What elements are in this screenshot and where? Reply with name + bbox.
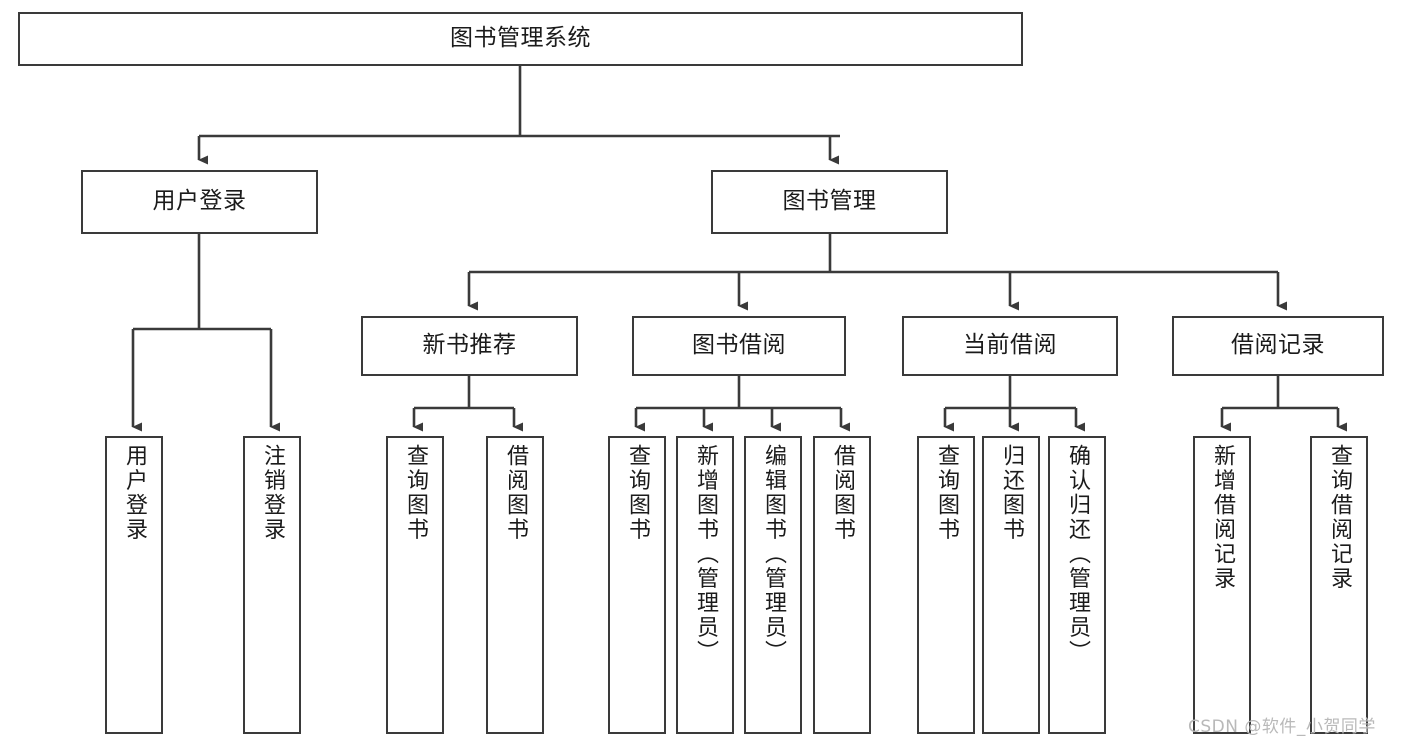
leaf-current-query-book[interactable]: 查询图书 — [917, 436, 975, 734]
leaf-borrow-lend-book[interactable]: 借阅图书 — [813, 436, 871, 734]
leaf-user-login-signin[interactable]: 用户登录 — [105, 436, 163, 734]
node-label: 编辑图书（管理员） — [761, 444, 786, 665]
leaf-borrow-add-book-admin[interactable]: 新增图书（管理员） — [676, 436, 734, 734]
leaf-current-return-book[interactable]: 归还图书 — [982, 436, 1040, 734]
node-book-borrowing[interactable]: 图书借阅 — [632, 316, 846, 376]
leaf-record-query-record[interactable]: 查询借阅记录 — [1310, 436, 1368, 734]
leaf-current-confirm-return-admin[interactable]: 确认归还（管理员） — [1048, 436, 1106, 734]
leaf-user-login-signout[interactable]: 注销登录 — [243, 436, 301, 734]
node-label: 查询图书 — [625, 444, 650, 542]
node-root-book-management-system[interactable]: 图书管理系统 — [18, 12, 1023, 66]
leaf-borrow-query-book[interactable]: 查询图书 — [608, 436, 666, 734]
node-label: 图书管理 — [782, 188, 877, 215]
leaf-new-book-borrow[interactable]: 借阅图书 — [486, 436, 544, 734]
node-label: 图书借阅 — [692, 332, 786, 359]
leaf-record-add-record[interactable]: 新增借阅记录 — [1193, 436, 1251, 734]
node-label: 图书管理系统 — [450, 25, 591, 52]
node-label: 借阅图书 — [830, 444, 855, 542]
node-label: 借阅图书 — [503, 444, 528, 542]
node-label: 新增图书（管理员） — [693, 444, 718, 665]
node-borrowing-record[interactable]: 借阅记录 — [1172, 316, 1384, 376]
leaf-new-book-query[interactable]: 查询图书 — [386, 436, 444, 734]
node-label: 借阅记录 — [1231, 332, 1325, 359]
node-label: 用户登录 — [152, 188, 247, 215]
node-label: 确认归还（管理员） — [1065, 444, 1090, 665]
node-label: 注销登录 — [260, 444, 285, 542]
node-label: 查询图书 — [934, 444, 959, 542]
node-label: 当前借阅 — [963, 332, 1057, 359]
node-label: 归还图书 — [999, 444, 1024, 542]
node-label: 用户登录 — [122, 444, 147, 542]
node-label: 新增借阅记录 — [1210, 444, 1235, 591]
node-book-management[interactable]: 图书管理 — [711, 170, 948, 234]
node-label: 查询借阅记录 — [1327, 444, 1352, 591]
node-current-borrowing[interactable]: 当前借阅 — [902, 316, 1118, 376]
node-label: 新书推荐 — [422, 332, 517, 359]
csdn-watermark: CSDN @软件_小贺同学 — [1188, 717, 1376, 737]
node-label: 查询图书 — [403, 444, 428, 542]
node-user-login[interactable]: 用户登录 — [81, 170, 318, 234]
node-new-book-recommendation[interactable]: 新书推荐 — [361, 316, 578, 376]
leaf-borrow-edit-book-admin[interactable]: 编辑图书（管理员） — [744, 436, 802, 734]
